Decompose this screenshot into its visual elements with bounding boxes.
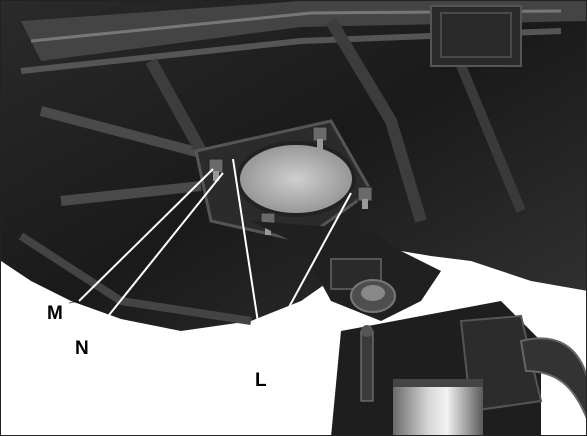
leader-line-l (232, 158, 264, 356)
leader-line-l (262, 192, 352, 356)
column (393, 381, 483, 435)
callout-label-n: N (75, 338, 89, 359)
leader-line-m (78, 168, 214, 302)
callout-label-m: M (47, 303, 63, 324)
tilt-bolt (330, 258, 396, 313)
crank-handle (519, 337, 586, 419)
table-rib (325, 17, 427, 223)
bolt (312, 126, 328, 149)
table-rib (145, 58, 207, 154)
center-hole (236, 141, 356, 217)
table-rib (60, 181, 202, 206)
callout-label-l: L (255, 370, 267, 391)
leader-lines (78, 158, 352, 356)
leader-line-n (92, 172, 224, 336)
locking-lever (360, 330, 374, 402)
table-rib (446, 39, 526, 213)
bolt (357, 186, 373, 209)
